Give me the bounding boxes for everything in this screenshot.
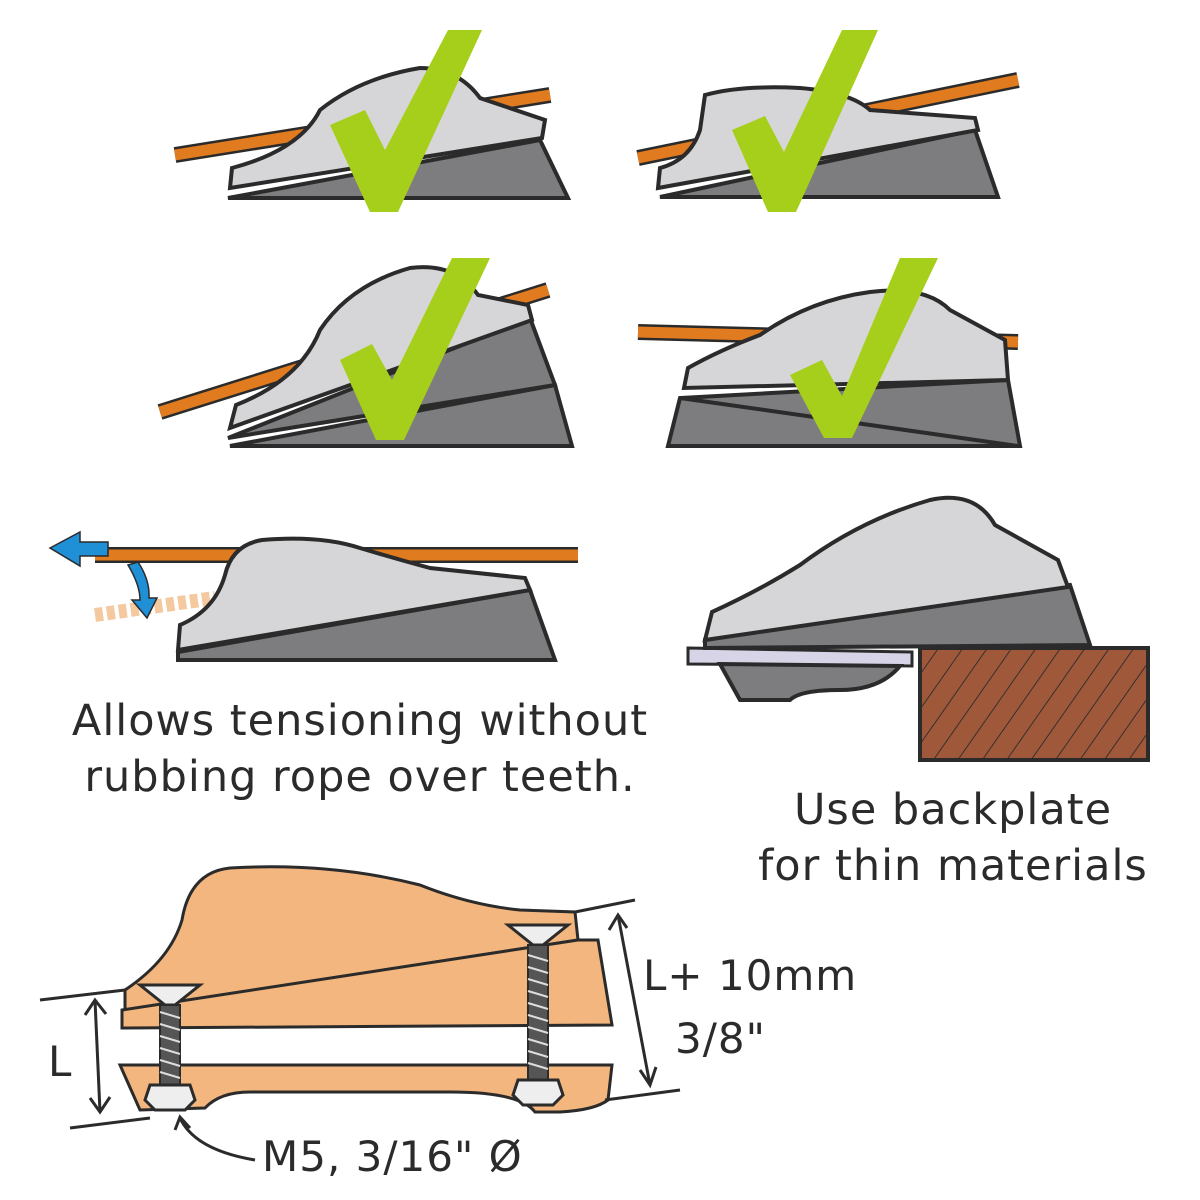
cleat-with-wedge-2 [636, 30, 1020, 212]
cleat-body [702, 495, 1071, 643]
wedge-section [120, 938, 614, 1030]
cleat-body [227, 65, 548, 191]
rope-ghost [94, 591, 216, 622]
backplate-caption-line2: for thin materials [758, 841, 1148, 891]
dimension-inch-label: 3/8" [675, 1014, 766, 1063]
screw-spec-label: M5, 3/16" Ø [262, 1132, 523, 1181]
mounting-section [39, 865, 681, 1162]
tensioning-caption: Allows tensioning without rubbing rope o… [55, 693, 665, 805]
screw-right [503, 923, 573, 1107]
dimension-L-plus-10mm [574, 898, 681, 1102]
tensioning-caption-line2: rubbing rope over teeth. [84, 752, 636, 802]
tensioning-illustration [48, 530, 578, 662]
arrow-left-icon [48, 530, 109, 568]
dimension-L-label: L [48, 1037, 73, 1086]
base-section [117, 1063, 614, 1114]
backplate-caption-line1: Use backplate [793, 785, 1113, 835]
dimension-L [39, 988, 151, 1130]
backplate-caption: Use backplate for thin materials [748, 782, 1158, 894]
check-icon [330, 30, 482, 212]
backplate [686, 646, 914, 668]
cleat-base-under [716, 661, 905, 702]
leader-line [178, 1117, 256, 1162]
cleat-body [681, 288, 1011, 391]
backplate-illustration [686, 495, 1150, 762]
cleat-with-wedge-1 [173, 30, 572, 212]
cleat-with-double-wedge-1 [157, 258, 575, 448]
arrow-down-icon [126, 561, 159, 620]
screw-left [135, 983, 205, 1112]
cleat-with-double-wedge-2 [637, 258, 1023, 448]
cleat-section-top [123, 865, 580, 1012]
check-icon [732, 30, 878, 212]
cleat-body [175, 536, 533, 653]
check-icon [790, 258, 938, 438]
check-icon [340, 258, 490, 440]
dimension-L-plus-label: L+ 10mm [643, 951, 858, 1000]
tensioning-caption-line1: Allows tensioning without [71, 696, 649, 746]
